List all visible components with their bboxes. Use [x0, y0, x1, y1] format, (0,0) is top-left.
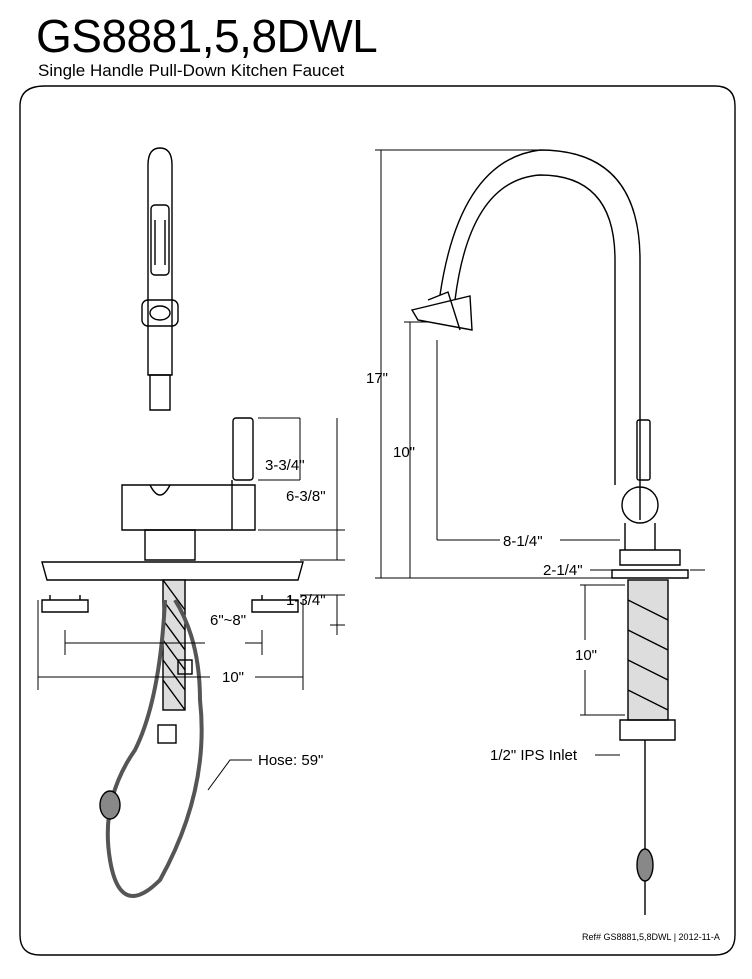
model-title: GS8881,5,8DWL	[36, 10, 378, 62]
dim-body-label: 6-3/8"	[286, 488, 326, 505]
side-dimension-lines	[375, 149, 705, 756]
front-dimension-lines	[37, 417, 345, 791]
dim-reach-label: 8-1/4"	[503, 533, 543, 550]
hose-length-label: Hose: 59"	[258, 752, 323, 769]
dim-spread-label: 6"~8"	[210, 612, 246, 629]
drawing-frame	[19, 85, 736, 956]
product-subtitle: Single Handle Pull-Down Kitchen Faucet	[38, 61, 345, 80]
inlet-label: 1/2" IPS Inlet	[490, 747, 578, 764]
front-hose	[105, 598, 204, 898]
hose-weight	[99, 790, 121, 820]
dim-total-height-label: 17"	[366, 370, 388, 387]
reference-number: Ref# GS8881,5,8DWL | 2012-11-A	[582, 932, 720, 942]
dim-below-deck-label: 1-3/4"	[286, 592, 326, 609]
front-view-faucet	[41, 147, 304, 744]
dim-handle-label: 3-3/4"	[265, 457, 305, 474]
dim-spout-clearance-label: 10"	[393, 444, 415, 461]
dim-shank-label: 10"	[575, 647, 597, 664]
side-view-faucet	[410, 149, 689, 915]
dim-base-label: 2-1/4"	[543, 562, 583, 579]
dim-plate-width-label: 10"	[222, 669, 244, 686]
